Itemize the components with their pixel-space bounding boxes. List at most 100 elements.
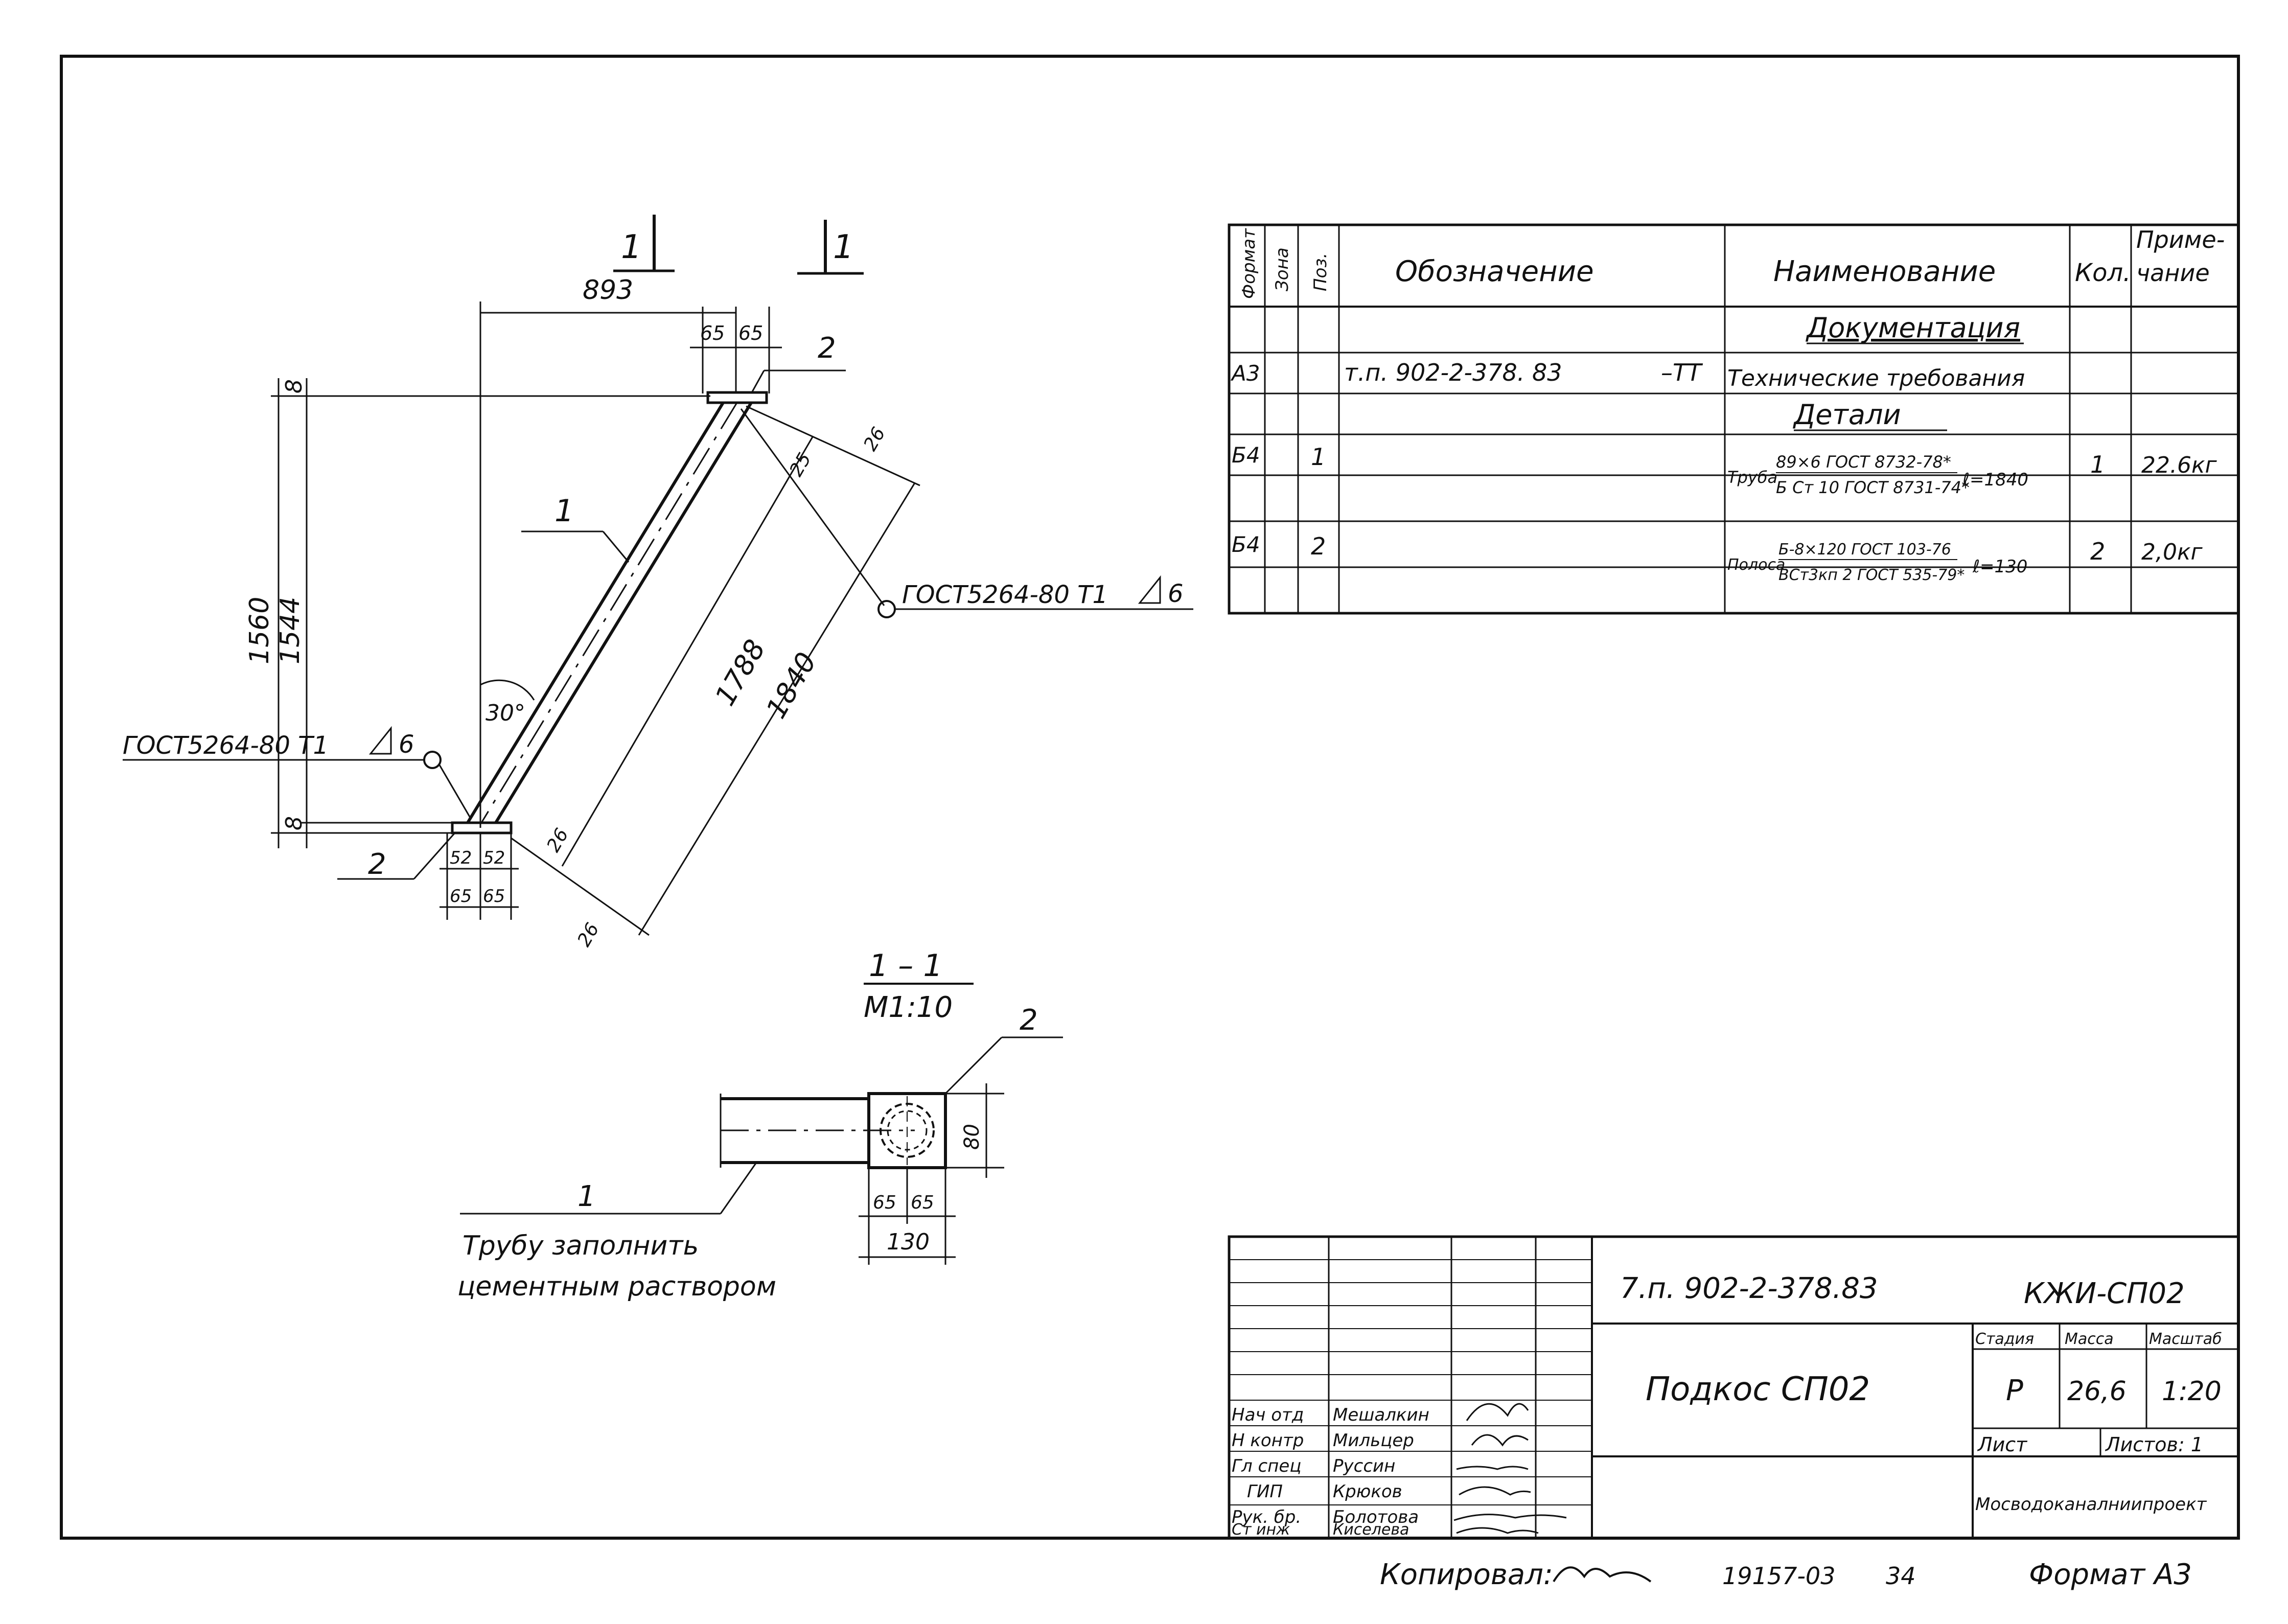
row2-pos: 2 [1311,532,1326,560]
dim-8-top: 8 [281,379,307,393]
angle-arc [480,679,535,701]
section-title: 1 – 1 [869,948,943,984]
section-dim-130: 130 [887,1229,930,1255]
dim-1840: 1840 [760,647,823,724]
diagonal-tube [466,402,753,824]
row1-pos: 1 [1311,443,1326,471]
doc-format: А3 [1230,361,1260,386]
doc-suffix: –ТТ [1661,359,1703,386]
tb-name-4: Крюков [1333,1481,1402,1502]
header-format: Формат [1239,228,1259,299]
footer-format: Формат А3 [2029,1558,2192,1591]
header-name: Наименование [1773,255,1996,288]
section-note-line1: Трубу заполнить [463,1231,699,1261]
tb-scale-label: Масштаб [2149,1330,2222,1348]
top-plate [706,391,768,404]
row2-name-prefix: Полоса [1727,556,1785,574]
row1-name-top: 89×6 ГОСТ 8732-78* [1776,452,1951,472]
doc-name: Технические требования [1727,365,2025,391]
weld-leg-right: 6 [1168,579,1184,608]
dim-1788: 1788 [709,634,772,711]
weld-label-left: ГОСТ5264-80 Т1 [123,731,329,760]
tb-stage-label: Стадия [1975,1330,2034,1348]
footer: Копировал: 19157-03 34 Формат А3 [1380,1558,2192,1591]
section-docs: Документация [1806,312,2020,344]
main-view: 1 1 893 65 65 [123,215,1193,950]
dim-bottom-52-right: 52 [483,848,505,868]
angle-30: 30° [486,700,525,726]
section-view: 1 – 1 М1:10 2 1 80 65 65 130 Тру [457,948,1063,1302]
header-designation: Обозначение [1395,255,1594,288]
section-pos1: 1 [577,1180,596,1213]
title-block: Нач отд Мешалкин Н контр Мильцер Гл спец… [1228,1235,2240,1540]
dim-1560: 1560 [244,597,275,664]
dim-8-bottom: 8 [281,816,307,830]
section-mark-right: 1 [797,220,864,275]
row1-qty: 1 [2090,451,2105,478]
callout-pos2-top: 2 [818,332,836,365]
header-note-line1: Приме- [2136,226,2225,253]
tb-role-6: Ст инж [1232,1521,1290,1539]
section-dim-80: 80 [960,1124,984,1150]
dim-bottom-65-right: 65 [483,886,505,907]
row1-name-bottom: Б Ст 10 ГОСТ 8731-74* [1776,478,1970,497]
tb-role-2: Н контр [1232,1430,1304,1451]
header-zone: Зона [1272,247,1292,291]
tb-org: Мосводоканалниипроект [1975,1494,2207,1515]
tb-mass: 26,6 [2067,1376,2127,1407]
dim-bottom-26b: 26 [573,919,603,950]
section-scale: М1:10 [864,991,953,1024]
tb-name-5: Болотова [1333,1507,1419,1527]
footer-copied: Копировал: [1380,1558,1553,1591]
tb-role-5: Рук. бр. [1232,1507,1301,1527]
row2-name-top: Б-8×120 ГОСТ 103-76 [1778,541,1951,559]
callout-pos2-bottom: 2 [368,848,386,881]
spec-table: Формат Зона Поз. Обозначение Наименовани… [1228,223,2240,615]
header-qty: Кол. [2075,259,2131,287]
callout-pos1: 1 [554,493,574,529]
signatures-handwritten [1453,1403,1567,1534]
tb-scale: 1:20 [2162,1376,2222,1407]
tb-stage: Р [2006,1374,2023,1407]
footer-number: 19157-03 [1722,1562,1835,1590]
weld-leg-left: 6 [399,730,414,759]
dim-1544: 1544 [275,597,306,664]
footer-page: 34 [1886,1562,1916,1590]
tb-sheets-label: Листов: 1 [2105,1433,2203,1456]
header-note-line2: чание [2136,259,2210,287]
tb-name-2: Мильцер [1333,1430,1414,1451]
tb-name-3: Руссин [1333,1456,1395,1476]
section-mark-label-right: 1 [833,228,854,266]
section-mark-label-left: 1 [621,228,642,266]
dim-bottom-65-left: 65 [450,886,472,907]
tb-code: 7.п. 902-2-378.83 [1620,1272,1878,1305]
weld-label-right: ГОСТ5264-80 Т1 [902,581,1108,609]
doc-designation: т.п. 902-2-378. 83 [1344,359,1562,386]
section-dim-65-left: 65 [873,1192,896,1213]
footer-copied-signature [1553,1566,1652,1583]
tb-role-4: ГИП [1247,1481,1283,1502]
tb-name-1: Мешалкин [1333,1405,1429,1425]
row1-name-prefix: Труба [1727,468,1777,487]
row2-qty: 2 [2090,538,2105,565]
bottom-plate [451,821,513,834]
tb-role-3: Гл спец [1232,1456,1301,1476]
section-pos2: 2 [1020,1004,1038,1037]
row2-name-bottom: ВСт3кп 2 ГОСТ 535-79* [1778,566,1965,584]
tb-title: Подкос СП02 [1646,1371,1870,1408]
tb-role-1: Нач отд [1232,1405,1304,1425]
tb-sheet-label: Лист [1977,1433,2028,1456]
row2-format: Б4 [1232,532,1260,557]
row1-length: ℓ=1840 [1962,470,2028,490]
header-pos: Поз. [1310,253,1331,291]
sheet-frame [60,55,2240,1540]
row2-length: ℓ=130 [1972,556,2027,577]
dim-top-flange-left: 65 [700,322,725,344]
tb-mass-label: Масса [2065,1330,2114,1348]
dim-bottom-52-left: 52 [450,848,472,868]
tb-name-6: Киселева [1333,1521,1409,1539]
dim-893: 893 [583,275,633,306]
row1-note: 22.6кг [2141,452,2217,478]
row1-format: Б4 [1232,443,1260,468]
